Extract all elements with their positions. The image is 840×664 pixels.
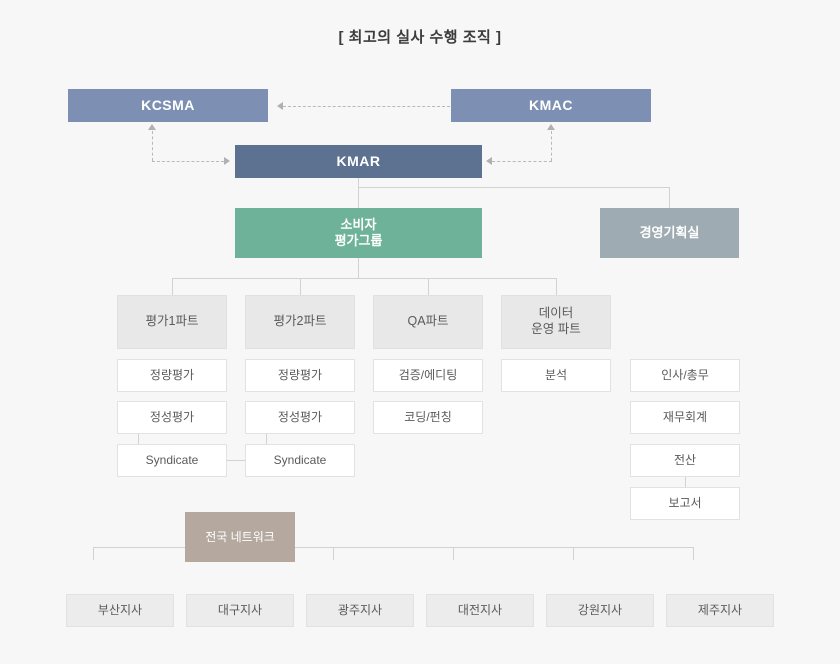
org-leaf-part2-item2[interactable]: 정성평가	[245, 401, 355, 434]
org-branch-4[interactable]: 대전지사	[426, 594, 534, 627]
org-leaf-part1-item3[interactable]: Syndicate	[117, 444, 227, 477]
dashed-link-kmar-kmac-vertical	[551, 131, 552, 161]
line-branch-3-drop	[333, 547, 334, 560]
org-box-part-2[interactable]: 평가2파트	[245, 295, 355, 349]
dashed-link-kmar-kcsma-vertical	[152, 131, 153, 161]
line-part-3-drop	[428, 278, 429, 295]
line-part-2-drop	[300, 278, 301, 295]
org-box-national-network[interactable]: 전국 네트워크	[185, 512, 295, 562]
org-leaf-part3-item2[interactable]: 코딩/펀칭	[373, 401, 483, 434]
org-branch-3[interactable]: 광주지사	[306, 594, 414, 627]
org-leaf-part2-item3[interactable]: Syndicate	[245, 444, 355, 477]
line-kmar-to-planning-horizontal	[358, 187, 670, 188]
arrowhead-right-kmar-left	[224, 157, 230, 165]
org-box-consumer-evaluation-group[interactable]: 소비자 평가그룹	[235, 208, 482, 258]
org-box-part-1[interactable]: 평가1파트	[117, 295, 227, 349]
dashed-link-kmar-kcsma-horizontal	[152, 161, 224, 162]
org-box-part-3[interactable]: QA파트	[373, 295, 483, 349]
org-leaf-planning-item4[interactable]: 보고서	[630, 487, 740, 520]
line-part2-item2-to-item3	[266, 434, 267, 444]
org-leaf-part4-item1[interactable]: 분석	[501, 359, 611, 392]
org-box-management-planning-office[interactable]: 경영기획실	[600, 208, 739, 258]
org-branch-2[interactable]: 대구지사	[186, 594, 294, 627]
org-box-kcsma[interactable]: KCSMA	[68, 89, 268, 122]
org-box-kmar[interactable]: KMAR	[235, 145, 482, 178]
dashed-link-kmar-kmac-horizontal	[492, 161, 552, 162]
org-leaf-part1-item1[interactable]: 정량평가	[117, 359, 227, 392]
org-branch-1[interactable]: 부산지사	[66, 594, 174, 627]
org-leaf-planning-item3[interactable]: 전산	[630, 444, 740, 477]
arrowhead-up-kmac	[547, 124, 555, 130]
line-network-bus	[93, 547, 694, 548]
dashed-link-kcsma-kmac	[283, 106, 455, 107]
line-planning-down	[669, 187, 670, 208]
line-group-down	[358, 258, 359, 278]
org-branch-6[interactable]: 제주지사	[666, 594, 774, 627]
line-kmar-down	[358, 178, 359, 208]
arrowhead-left-kcsma-kmac	[277, 102, 283, 110]
line-planning-item3-to-item4	[685, 477, 686, 487]
arrowhead-left-kmar-right	[486, 157, 492, 165]
line-syndicate-link	[227, 460, 245, 461]
org-leaf-part1-item2[interactable]: 정성평가	[117, 401, 227, 434]
org-box-part-4[interactable]: 데이터 운영 파트	[501, 295, 611, 349]
line-branch-6-drop	[693, 547, 694, 560]
org-branch-5[interactable]: 강원지사	[546, 594, 654, 627]
line-branch-4-drop	[453, 547, 454, 560]
line-branch-5-drop	[573, 547, 574, 560]
line-parts-bus	[172, 278, 556, 279]
line-part-4-drop	[556, 278, 557, 295]
line-branch-1-drop	[93, 547, 94, 560]
line-part1-item2-to-item3	[138, 434, 139, 444]
org-leaf-planning-item1[interactable]: 인사/총무	[630, 359, 740, 392]
org-leaf-part2-item1[interactable]: 정량평가	[245, 359, 355, 392]
org-leaf-part3-item1[interactable]: 검증/에디팅	[373, 359, 483, 392]
line-part-1-drop	[172, 278, 173, 295]
page-title: [ 최고의 실사 수행 조직 ]	[338, 29, 502, 46]
arrowhead-up-kcsma	[148, 124, 156, 130]
org-box-kmac[interactable]: KMAC	[451, 89, 651, 122]
org-leaf-planning-item2[interactable]: 재무회계	[630, 401, 740, 434]
